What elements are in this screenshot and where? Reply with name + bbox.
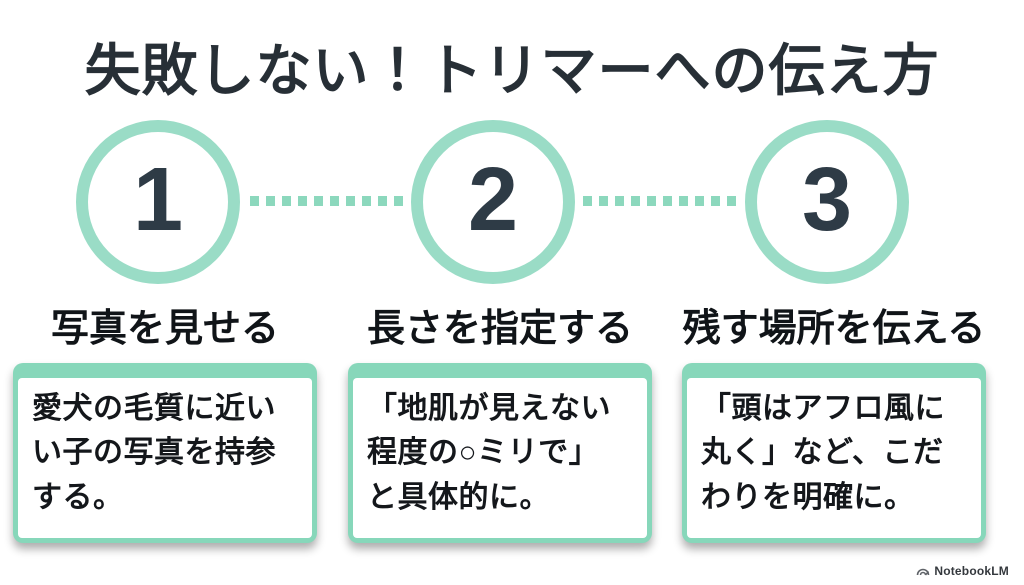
step-1-circle: 1: [76, 120, 240, 284]
step-1-number: 1: [132, 150, 184, 250]
step-1-card-body: 愛犬の毛質に近い い子の写真を持参 する。: [18, 378, 312, 538]
notebooklm-logo-icon: [916, 565, 930, 577]
step-3-card: 「頭はアフロ風に 丸く」など、こだ わりを明確に。: [682, 363, 986, 543]
step-column-3: 3 残す場所を伝える 「頭はアフロ風に 丸く」など、こだ わりを明確に。: [682, 0, 986, 585]
step-column-2: 2 長さを指定する 「地肌が見えない 程度の○ミリで」 と具体的に。: [348, 0, 652, 585]
step-3-number: 3: [801, 150, 853, 250]
step-3-heading: 残す場所を伝える: [682, 308, 986, 350]
step-1-heading: 写真を見せる: [50, 308, 280, 350]
step-3-circle: 3: [745, 120, 909, 284]
dotted-connector-2-3: [583, 196, 737, 206]
step-2-card: 「地肌が見えない 程度の○ミリで」 と具体的に。: [348, 363, 652, 543]
step-column-1: 1 写真を見せる 愛犬の毛質に近い い子の写真を持参 する。: [13, 0, 317, 585]
step-2-heading: 長さを指定する: [366, 308, 634, 350]
step-1-card: 愛犬の毛質に近い い子の写真を持参 する。: [13, 363, 317, 543]
step-1-detail: 愛犬の毛質に近い い子の写真を持参 する。: [32, 392, 276, 514]
step-2-circle: 2: [411, 120, 575, 284]
step-2-card-body: 「地肌が見えない 程度の○ミリで」 と具体的に。: [353, 378, 647, 538]
watermark-label: NotebookLM: [934, 564, 1009, 578]
step-3-detail: 「頭はアフロ風に 丸く」など、こだ わりを明確に。: [701, 392, 945, 514]
step-2-number: 2: [467, 150, 519, 250]
step-3-card-body: 「頭はアフロ風に 丸く」など、こだ わりを明確に。: [687, 378, 981, 538]
page-title: 失敗しない！トリマーへの伝え方: [84, 39, 940, 102]
watermark: NotebookLM: [916, 564, 1009, 578]
dotted-connector-1-2: [250, 196, 404, 206]
step-2-detail: 「地肌が見えない 程度の○ミリで」 と具体的に。: [367, 392, 611, 514]
